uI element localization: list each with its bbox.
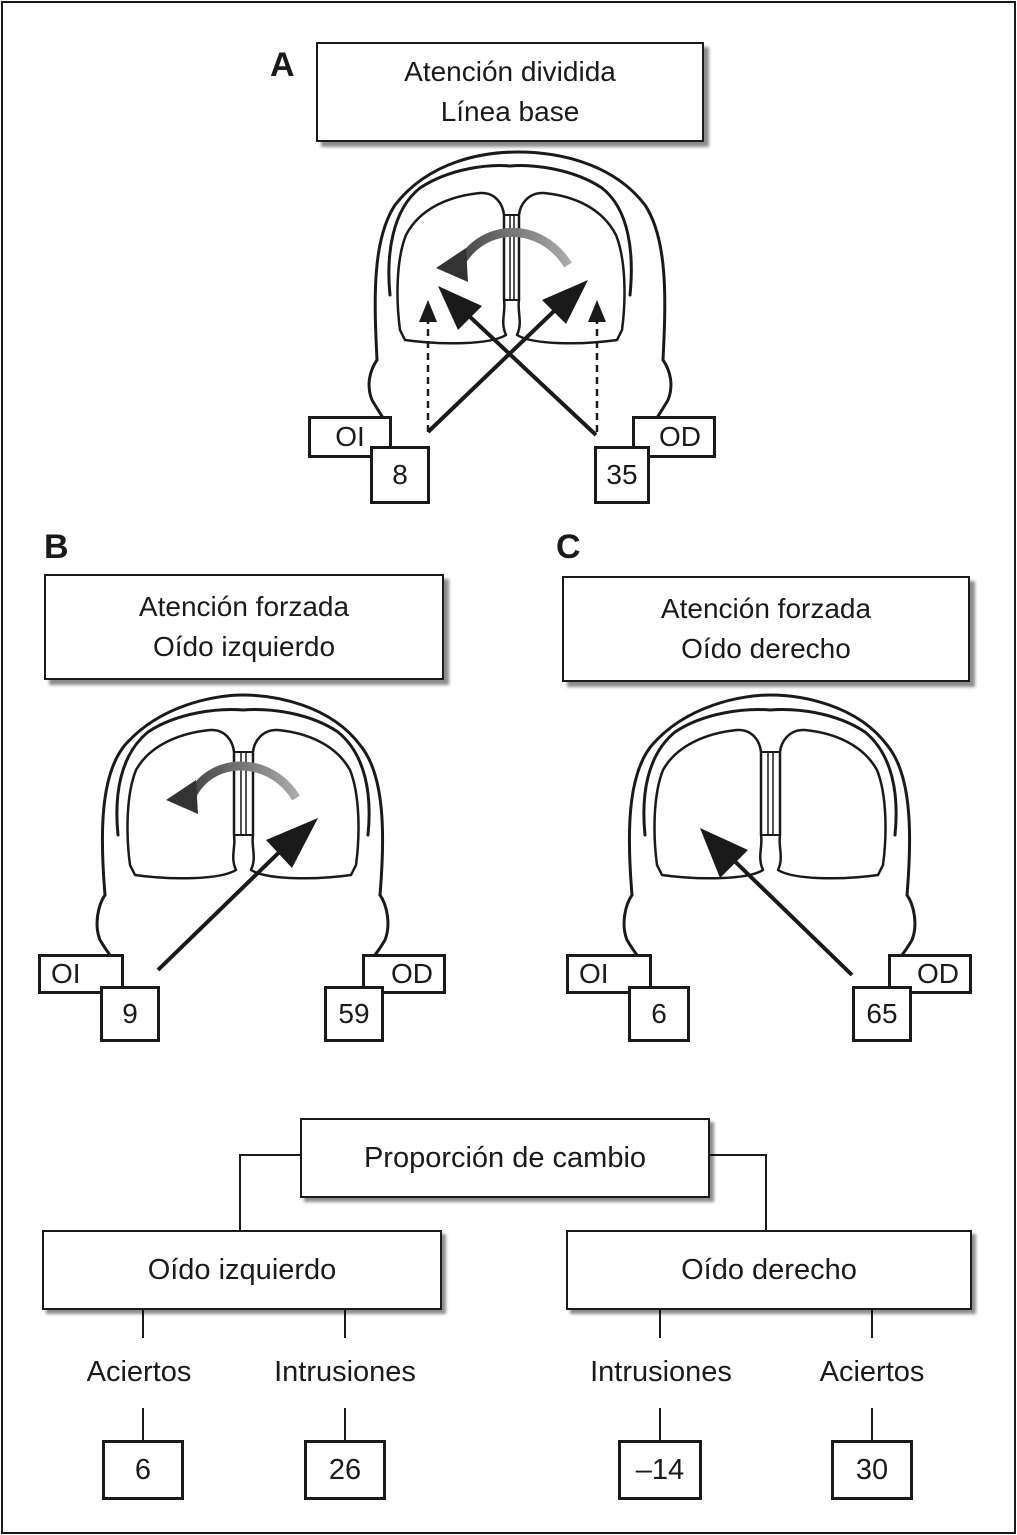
head-b xyxy=(95,693,390,964)
change-tree-root: Proporción de cambio xyxy=(300,1118,710,1198)
left-score-c: 6 xyxy=(628,986,690,1042)
right-aciertos-label: Aciertos xyxy=(819,1356,925,1388)
left-ear-crossed-arrow-b xyxy=(156,828,304,972)
panel-a-title-line1: Atención dividida xyxy=(404,56,616,87)
left-aciertos-value: 6 xyxy=(102,1440,184,1500)
right-branch-box: Oído derecho xyxy=(566,1230,972,1310)
arrowhead-c1 xyxy=(700,828,748,878)
left-intrusiones-value: 26 xyxy=(304,1440,386,1500)
pathway-arrows-b xyxy=(156,761,318,972)
connector-root-right xyxy=(708,1154,767,1230)
left-score-b: 9 xyxy=(100,986,160,1042)
panel-b-title: Atención forzada Oído izquierdo xyxy=(44,574,444,680)
arrowhead-a4 xyxy=(588,300,606,322)
arrowhead-b1 xyxy=(266,818,318,868)
panel-c-title-line2: Oído derecho xyxy=(681,633,851,664)
panel-c-title-line1: Atención forzada xyxy=(660,593,872,624)
left-branch-box: Oído izquierdo xyxy=(42,1230,442,1310)
pathway-arrows-a xyxy=(419,227,606,437)
left-aciertos-label: Aciertos xyxy=(86,1356,192,1388)
connector-root-left xyxy=(239,1154,300,1230)
right-intrusiones-value: –14 xyxy=(618,1440,702,1500)
arrowhead-a2 xyxy=(438,286,482,330)
right-ear-label-a: OD xyxy=(632,416,716,458)
head-a xyxy=(367,150,673,427)
arrowhead-a3 xyxy=(419,300,437,322)
panel-b-title-line2: Oído izquierdo xyxy=(152,631,336,662)
right-score-b: 59 xyxy=(324,986,384,1042)
right-intrusiones-label: Intrusiones xyxy=(590,1356,732,1388)
left-score-a: 8 xyxy=(370,446,430,504)
tree-connectors xyxy=(142,1154,873,1440)
right-ear-crossed-arrow-a xyxy=(450,298,598,437)
panel-letter-b: B xyxy=(44,528,69,566)
panel-b-title-line1: Atención forzada xyxy=(138,591,350,622)
right-ear-crossed-arrow-c xyxy=(716,843,854,977)
pathway-arrows-c xyxy=(700,828,854,977)
left-intrusiones-label: Intrusiones xyxy=(274,1356,416,1388)
right-aciertos-value: 30 xyxy=(831,1440,913,1500)
crossover-arrow-b xyxy=(185,761,300,802)
panel-a-title: Atención dividida Línea base xyxy=(316,42,704,142)
panel-c-title: Atención forzada Oído derecho xyxy=(562,576,970,682)
right-score-c: 65 xyxy=(852,986,912,1042)
crossover-arrow-a xyxy=(453,227,572,271)
right-ear-label-b: OD xyxy=(362,954,446,994)
arrowhead-a1 xyxy=(542,280,588,324)
crossover-arrowhead-b xyxy=(166,780,198,814)
crossover-arrowhead-a xyxy=(436,248,468,282)
panel-a-title-line2: Línea base xyxy=(440,96,580,127)
panel-letter-a: A xyxy=(270,46,295,84)
panel-letter-c: C xyxy=(556,528,581,566)
right-score-a: 35 xyxy=(594,446,650,504)
head-c xyxy=(622,693,917,964)
left-ear-crossed-arrow-a xyxy=(426,288,578,434)
